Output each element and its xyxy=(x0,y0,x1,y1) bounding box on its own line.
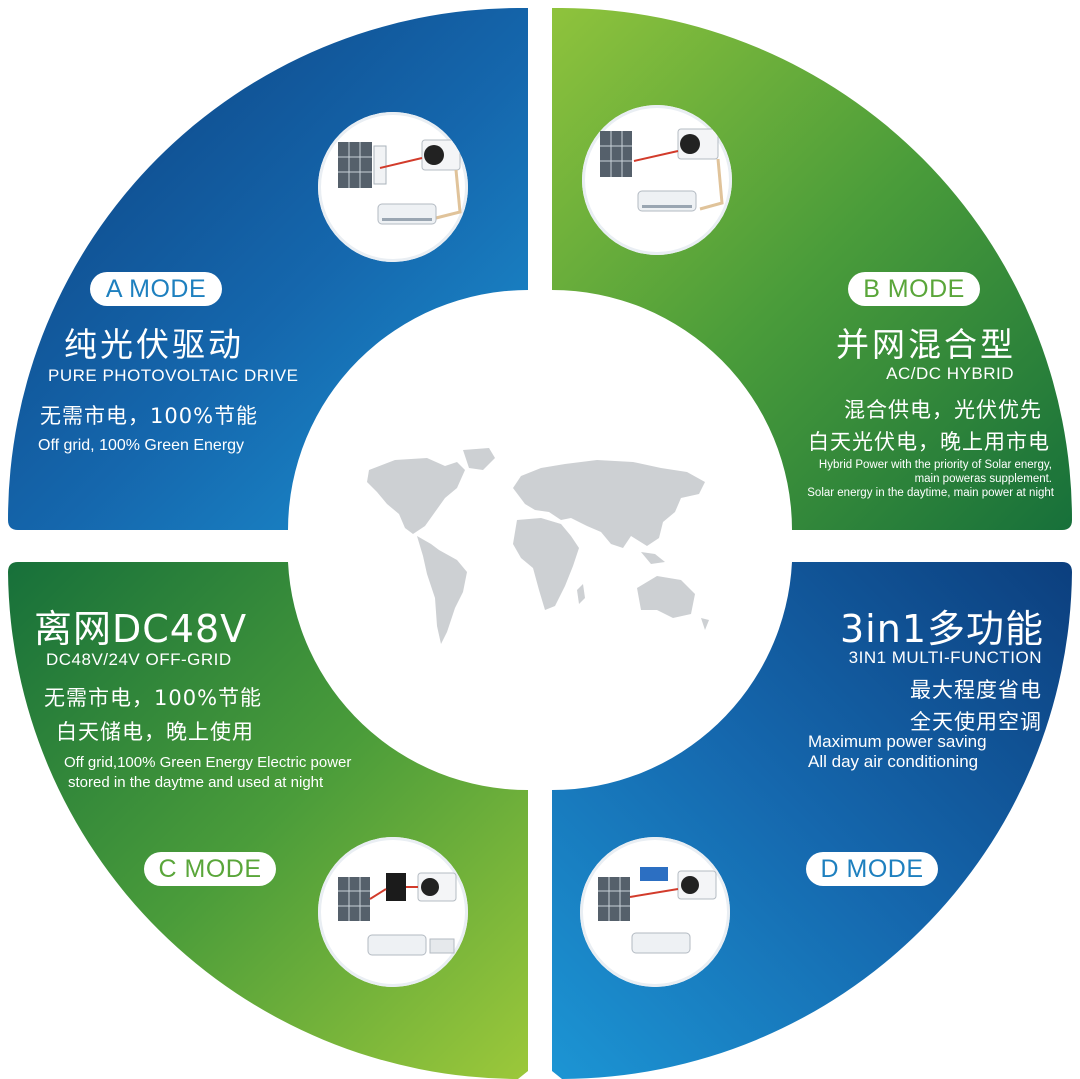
mode-b-title-zh: 并网混合型 xyxy=(836,325,1016,364)
mode-b-desc3: Solar energy in the daytime, main power … xyxy=(807,487,1054,499)
mode-d-badge: D MODE xyxy=(806,852,938,886)
mode-a-panel: A MODE 纯光伏驱动 PURE PHOTOVOLTAIC DRIVE 无需市… xyxy=(0,0,540,540)
mode-d-desc2: All day air conditioning xyxy=(808,752,979,771)
mode-a-diagram-icon xyxy=(318,112,468,262)
mode-c-desc2: stored in the daytme and used at night xyxy=(68,774,324,791)
mode-a-title-en: PURE PHOTOVOLTAIC DRIVE xyxy=(48,366,299,385)
mode-d-desc1: Maximum power saving xyxy=(808,732,987,751)
mode-a-badge: A MODE xyxy=(90,272,222,306)
mode-b-line1-zh: 混合供电，光伏优先 xyxy=(844,398,1042,422)
mode-d-diagram-icon xyxy=(580,837,730,987)
mode-d-title-zh: 3in1多功能 xyxy=(840,607,1044,651)
mode-c-desc1: Off grid,100% Green Energy Electric powe… xyxy=(64,754,352,771)
mode-c-line1-zh: 无需市电，100%节能 xyxy=(44,686,263,710)
mode-c-badge: C MODE xyxy=(144,852,276,886)
mode-b-badge: B MODE xyxy=(848,272,980,306)
mode-d-title-en: 3IN1 MULTI-FUNCTION xyxy=(848,648,1042,667)
mode-a-title-zh: 纯光伏驱动 xyxy=(64,325,244,364)
mode-c-diagram-icon xyxy=(318,837,468,987)
mode-d-panel: D MODE 3in1多功能 3IN1 MULTI-FUNCTION 最大程度省… xyxy=(540,540,1080,1079)
world-map-icon xyxy=(367,448,709,644)
mode-c-line2-zh: 白天储电，晚上使用 xyxy=(56,720,254,744)
mode-c-title-en: DC48V/24V OFF-GRID xyxy=(46,650,232,669)
mode-c-panel: C MODE 离网DC48V DC48V/24V OFF-GRID 无需市电，1… xyxy=(0,540,540,1079)
mode-b-panel: B MODE 并网混合型 AC/DC HYBRID 混合供电，光伏优先 白天光伏… xyxy=(540,0,1080,540)
mode-b-diagram-icon xyxy=(582,105,732,255)
mode-a-line1-en: Off grid, 100% Green Energy xyxy=(38,437,245,454)
mode-b-desc2: main poweras supplement. xyxy=(914,473,1052,485)
mode-d-line2-zh: 全天使用空调 xyxy=(910,710,1042,734)
mode-d-line1-zh: 最大程度省电 xyxy=(910,678,1042,702)
mode-b-title-en: AC/DC HYBRID xyxy=(886,364,1014,383)
mode-a-line1-zh: 无需市电，100%节能 xyxy=(40,404,259,428)
mode-b-desc1: Hybrid Power with the priority of Solar … xyxy=(818,459,1052,471)
mode-c-title-zh: 离网DC48V xyxy=(34,607,248,651)
mode-b-line2-zh: 白天光伏电，晚上用市电 xyxy=(808,430,1050,454)
